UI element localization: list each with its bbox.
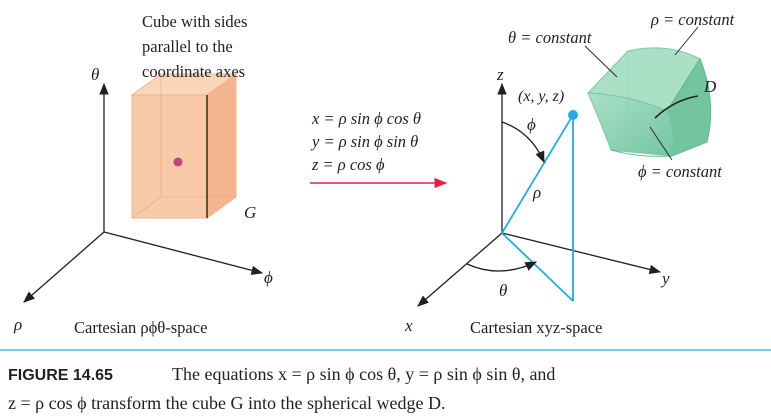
rho-axis-label: ρ: [13, 315, 22, 334]
cube-note-line-3: coordinate axes: [142, 62, 245, 81]
cube-point: [173, 157, 183, 167]
right-space-label: Cartesian xyz-space: [470, 318, 602, 337]
figure-caption: FIGURE 14.65 The equations x = ρ sin ϕ c…: [0, 349, 771, 413]
point-label: (x, y, z): [518, 88, 564, 105]
cube-g: [130, 73, 238, 219]
rho-const-label: ρ = constant: [650, 10, 735, 29]
point-xyz: [568, 110, 578, 120]
z-axis-label: z: [496, 65, 504, 84]
theta-const-label: θ = constant: [508, 28, 592, 47]
cube-note-line-1: Cube with sides: [142, 12, 247, 31]
spherical-wedge-d: [586, 47, 712, 157]
theta-angle-arc: [466, 261, 538, 272]
caption-line-2: z = ρ cos ϕ transform the cube G into th…: [8, 393, 445, 413]
phi-angle-arc: [501, 121, 545, 164]
phi-const-leader: [649, 126, 673, 161]
equation-x: x = ρ sin ϕ cos θ: [311, 109, 421, 128]
rho-segment-label: ρ: [532, 183, 541, 202]
equations-block: x = ρ sin ϕ cos θ y = ρ sin ϕ sin θ z = …: [310, 109, 448, 189]
theta-const-leader: [584, 45, 618, 78]
figure-number: FIGURE 14.65: [8, 367, 113, 384]
right-panel: z y x (x, y, z) ϕ ρ θ θ = constant ρ = c…: [404, 10, 735, 337]
caption-line-1: The equations x = ρ sin ϕ cos θ, y = ρ s…: [172, 364, 555, 384]
theta-axis-label: θ: [91, 65, 99, 84]
cube-note-line-2: parallel to the: [142, 37, 233, 56]
equation-z: z = ρ cos ϕ: [311, 155, 385, 174]
left-panel: Cube with sides parallel to the coordina…: [13, 12, 273, 337]
phi-axis-label: ϕ: [264, 268, 273, 287]
theta-angle-label: θ: [499, 281, 507, 300]
left-space-label: Cartesian ρϕθ-space: [74, 318, 207, 337]
phi-angle-label: ϕ: [527, 115, 536, 134]
cube-label: G: [244, 203, 256, 222]
phi-axis: [103, 231, 264, 275]
rho-construction: [501, 114, 574, 302]
rho-axis: [23, 231, 105, 303]
y-axis-label: y: [660, 269, 670, 288]
wedge-label: D: [703, 77, 717, 96]
x-axis: [417, 232, 503, 307]
phi-const-label: ϕ = constant: [638, 162, 722, 181]
equation-y: y = ρ sin ϕ sin θ: [310, 132, 418, 151]
y-axis: [501, 232, 662, 275]
x-axis-label: x: [404, 316, 413, 335]
rho-const-leader: [674, 26, 699, 56]
